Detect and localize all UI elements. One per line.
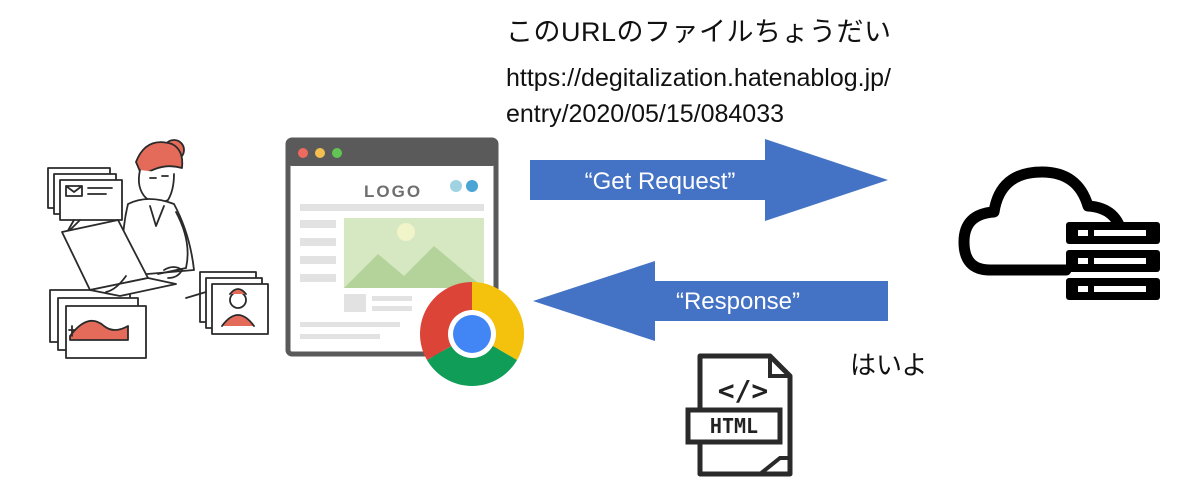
html-file-icon: </> HTML	[685, 353, 793, 477]
content-placeholder	[372, 296, 412, 301]
menu-placeholder	[300, 238, 336, 246]
browser-logo-text: LOGO	[364, 182, 422, 201]
content-placeholder	[344, 294, 366, 312]
window-maximize-dot-icon	[332, 148, 342, 158]
chrome-logo-icon	[420, 282, 524, 386]
nav-bar-placeholder	[300, 204, 484, 211]
url-line-2: entry/2020/05/15/084033	[506, 100, 785, 128]
html-type-text: HTML	[710, 414, 758, 438]
code-tag-text: </>	[718, 374, 769, 407]
request-caption: このURLのファイルちょうだい	[506, 17, 892, 47]
window-close-dot-icon	[298, 148, 308, 158]
cloud-server-icon	[958, 166, 1160, 300]
menu-placeholder	[300, 220, 336, 228]
header-dot-icon	[450, 180, 462, 192]
person-at-laptop-illustration	[47, 139, 269, 359]
menu-placeholder	[300, 256, 336, 264]
photo-cards-icon	[49, 289, 147, 359]
content-placeholder	[300, 334, 380, 339]
person-figure	[61, 139, 195, 297]
image-placeholder-icon	[344, 218, 484, 288]
menu-placeholder	[300, 274, 336, 282]
response-caption: はいよ	[850, 350, 928, 380]
response-label: “Response”	[676, 288, 800, 315]
content-placeholder	[300, 322, 400, 327]
avatar-cards-icon	[185, 271, 269, 335]
response-arrow: “Response”	[533, 261, 888, 341]
window-minimize-dot-icon	[315, 148, 325, 158]
content-placeholder	[372, 306, 412, 311]
header-dot-icon	[466, 180, 478, 192]
mail-cards-icon	[47, 167, 123, 235]
html-label-box	[685, 407, 783, 445]
url-line-1: https://degitalization.hatenablog.jp/	[506, 64, 891, 92]
get-request-label: “Get Request”	[585, 168, 736, 195]
browser-titlebar	[288, 140, 496, 166]
get-request-arrow: “Get Request”	[530, 139, 888, 221]
